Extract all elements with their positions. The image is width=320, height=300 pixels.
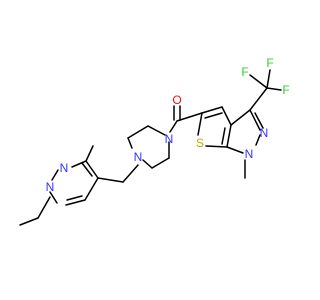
bond-fz-2b bbox=[254, 112, 264, 129]
bond-linker-1 bbox=[122, 164, 139, 183]
bond-co-thiophene bbox=[176, 112, 203, 122]
bond-th-5b bbox=[221, 127, 226, 145]
atom-n-pz-2: N bbox=[46, 180, 55, 194]
bond-pz-5b bbox=[66, 195, 83, 201]
bond-pip-2 bbox=[127, 125, 149, 139]
bond-cf-1 bbox=[249, 74, 268, 89]
bond-pip-4 bbox=[142, 159, 153, 169]
bond-th-1b bbox=[204, 112, 223, 119]
bond-fz-1 bbox=[230, 109, 251, 126]
bond-cf-2 bbox=[266, 69, 271, 89]
bond-layer bbox=[19, 69, 282, 226]
bond-th-2 bbox=[221, 106, 232, 126]
bond-pz-1b bbox=[81, 162, 93, 177]
bond-pz-2 bbox=[71, 160, 87, 168]
bond-linker-2 bbox=[97, 177, 124, 183]
bond-th-5 bbox=[226, 124, 232, 148]
bond-pz-4 bbox=[49, 191, 58, 204]
bond-ethyl-2 bbox=[19, 217, 39, 226]
bond-ethyl-1 bbox=[37, 196, 51, 219]
bond-pz-methyl bbox=[85, 145, 94, 162]
bond-pip-3 bbox=[127, 137, 133, 149]
atom-f-2: F bbox=[266, 56, 273, 70]
atom-n-piperazine-1: N bbox=[165, 132, 174, 146]
atom-f-3: F bbox=[282, 83, 289, 97]
bond-pz-3 bbox=[51, 169, 59, 181]
atom-o-carbonyl: O bbox=[172, 93, 181, 107]
atom-n-piperazine-4: N bbox=[134, 150, 143, 164]
bond-fz-2 bbox=[249, 109, 261, 131]
bond-pz-5 bbox=[65, 199, 86, 206]
atom-n-ring-n1: N bbox=[245, 147, 254, 161]
bond-th-1 bbox=[201, 106, 223, 114]
bond-pz-6 bbox=[84, 177, 99, 201]
bond-pz-1 bbox=[85, 160, 99, 179]
atom-labels: O N N S N N N N F F F bbox=[46, 56, 290, 194]
atom-f-1: F bbox=[241, 65, 248, 79]
bond-cf-3 bbox=[266, 87, 282, 91]
bond-cf3 bbox=[249, 87, 268, 111]
bond-fz-4 bbox=[226, 146, 244, 154]
structure-svg: O N N S N N N N F F F bbox=[19, 56, 290, 226]
bond-th-3 bbox=[197, 112, 203, 136]
bond-th-4 bbox=[205, 145, 228, 148]
molecule-diagram: O N N S N N N N F F F bbox=[19, 56, 290, 226]
bond-pip-5 bbox=[151, 157, 170, 169]
bond-fz-3 bbox=[255, 134, 261, 146]
bond-amide-n bbox=[169, 120, 178, 133]
atom-s-thiophene: S bbox=[196, 136, 204, 150]
atom-n-pz-1: N bbox=[60, 161, 69, 175]
bond-pip-1 bbox=[147, 125, 166, 136]
atom-n-ring-n2: N bbox=[260, 126, 269, 140]
